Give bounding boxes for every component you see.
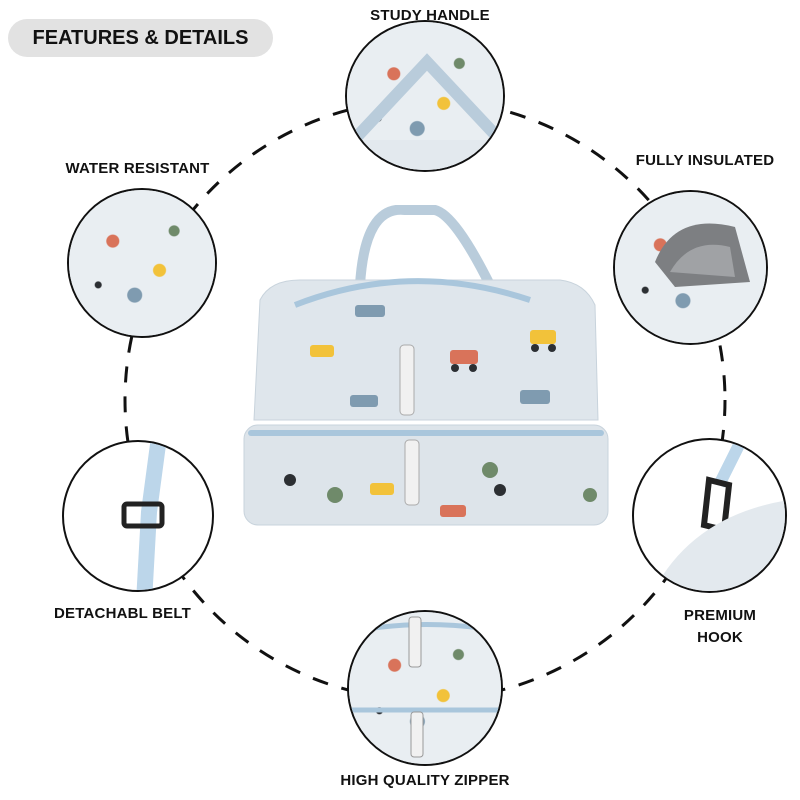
insulated-detail-image [613,190,768,345]
feature-label-water: WATER RESISTANT [65,160,210,177]
handle-detail-image [345,20,505,172]
zipper-detail-image [347,610,503,766]
feature-label-zipper: HIGH QUALITY ZIPPER [340,772,510,789]
bag-illustration [243,204,609,526]
hook-detail-image [632,438,787,593]
feature-label-belt: DETACHABL BELT [54,605,191,622]
features-title: FEATURES & DETAILS [32,26,249,49]
feature-label-handle: STUDY HANDLE [370,7,490,24]
feature-label-hook: PREMIUM HOOK [683,607,757,646]
lunch-bag-image [240,204,612,535]
feature-label-insulated: FULLY INSULATED [635,152,775,169]
water-resistant-detail-image [67,188,217,338]
features-title-badge: FEATURES & DETAILS [8,19,273,57]
belt-detail-image [62,440,214,592]
